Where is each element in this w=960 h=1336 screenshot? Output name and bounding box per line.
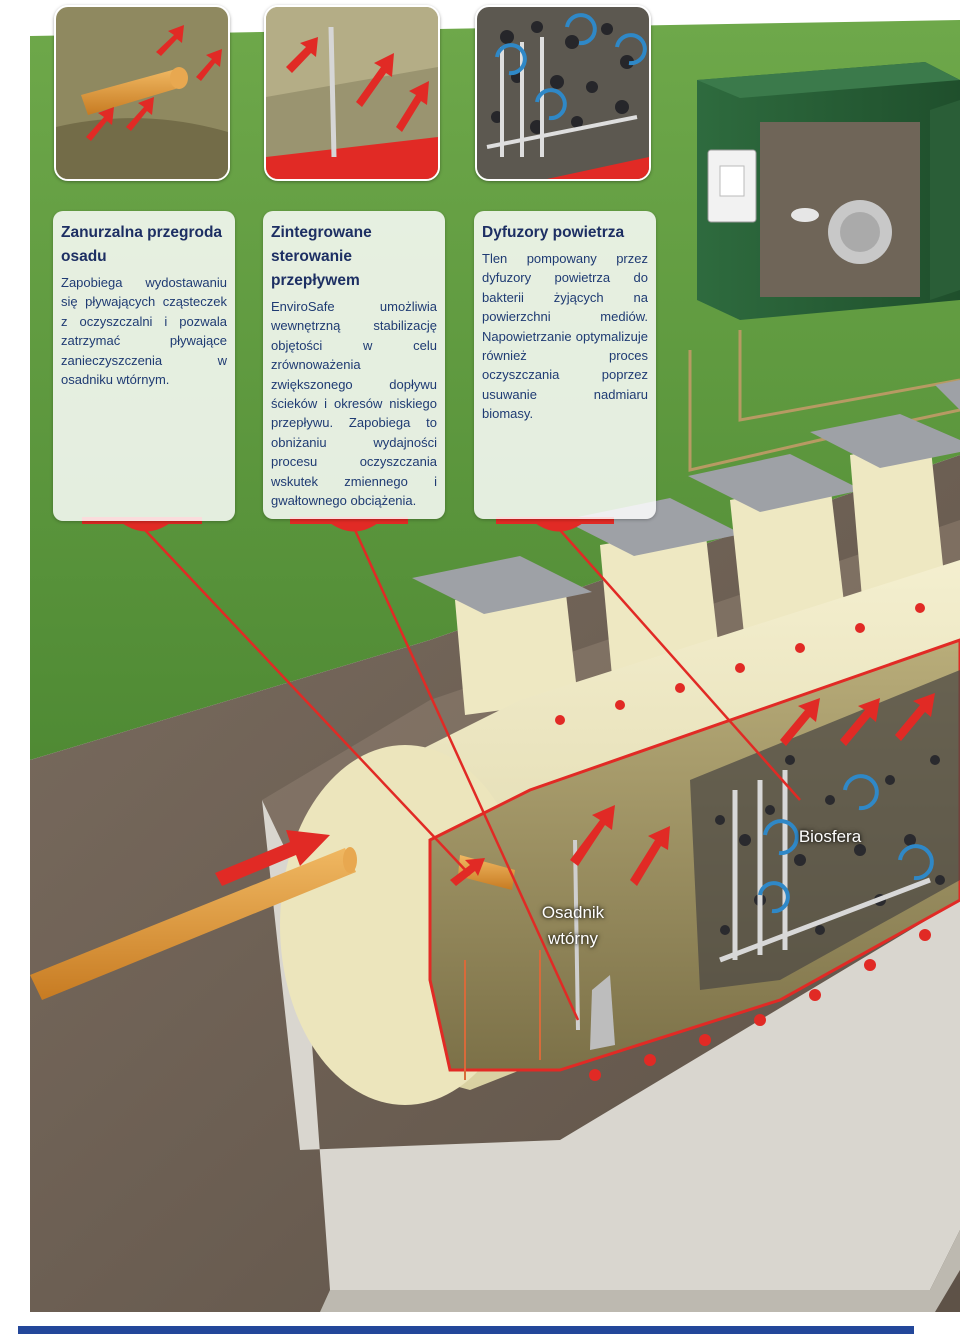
thumbnail-flow-control [264, 5, 440, 181]
concrete-slab [262, 800, 960, 1290]
card-text: Zapobiega wydostawaniu się pływających c… [61, 275, 227, 388]
pointer-lines [144, 529, 801, 1021]
diffuser-pipes [719, 770, 931, 963]
tank-ribs [555, 603, 931, 1081]
card-text: Tlen pompowany przez dyfuzory powietrza … [482, 251, 648, 422]
label-biosfera: Biosfera [798, 827, 862, 846]
tank-turrets [412, 380, 960, 715]
card-sludge-baffle: Zanurzalna przegroda osadu Zapobiega wyd… [53, 211, 235, 521]
thumbnail-diffusers [475, 5, 651, 181]
card-title: Zanurzalna przegroda osadu [61, 224, 223, 265]
card-text: EnviroSafe umożliwia wewnętrzną stabiliz… [271, 299, 437, 509]
card-flow-control: Zintegrowane sterowanie przepływem Envir… [263, 211, 445, 519]
thumbnail-baffle [54, 5, 230, 181]
card-title: Dyfuzory powietrza [482, 224, 625, 241]
label-osadnik: Osadnik wtórny [541, 903, 605, 948]
inlet-pipe [30, 848, 356, 1000]
cable [738, 330, 960, 422]
bottom-bar [18, 1326, 914, 1334]
blower-kiosk [697, 62, 960, 320]
card-air-diffusers: Dyfuzory powietrza Tlen pompowany przez … [474, 211, 656, 519]
settler-pipe [573, 839, 580, 1031]
circulation-swirls [758, 774, 934, 914]
media-particles [715, 755, 945, 935]
card-title: Zintegrowane sterowanie przepływem [271, 224, 372, 289]
